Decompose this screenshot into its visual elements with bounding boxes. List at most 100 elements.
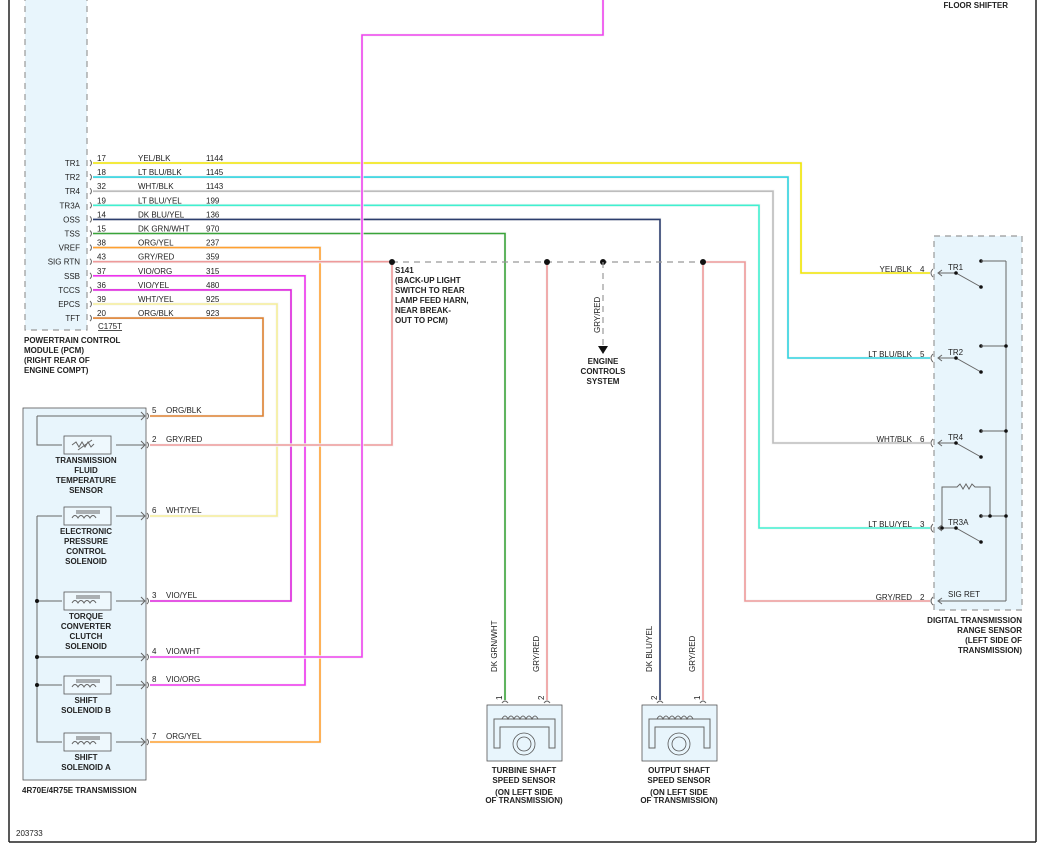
dtr-name: RANGE SENSOR (957, 626, 1022, 635)
connector-icon (146, 738, 149, 746)
dtr-pin-number: 5 (920, 350, 925, 359)
component-name: ELECTRONIC (60, 527, 112, 536)
wire-tr2 (93, 176, 930, 359)
dtr-name: TRANSMISSION) (958, 646, 1022, 655)
trans-wire-color: VIO/WHT (166, 647, 200, 656)
component-name: SHIFT (74, 696, 97, 705)
dtr-switch-label: TR2 (948, 348, 964, 357)
pcm-pin-label-tr2: TR2 (65, 173, 81, 182)
wire-color-label: ORG/BLK (138, 309, 174, 318)
splice-description: SWITCH TO REAR (395, 286, 465, 295)
branch-wire-color: GRY/RED (593, 296, 602, 333)
trans-wire-color: WHT/YEL (166, 506, 202, 515)
connector-icon (89, 173, 92, 181)
connector-icon (543, 700, 551, 704)
connector-icon (89, 201, 92, 209)
pcm-name: ENGINE COMPT) (24, 366, 89, 375)
pcm-pin-number: 15 (97, 225, 106, 234)
wire-tr3a (93, 204, 930, 529)
dtr-switch-label: SIG RET (948, 590, 980, 599)
dtr-wire-color: GRY/RED (876, 593, 913, 602)
trans-wire-color: GRY/RED (166, 435, 203, 444)
thermistor-icon (63, 435, 112, 455)
sensor-name: OUTPUT SHAFT (648, 766, 710, 775)
sensor-pin-number: 1 (693, 695, 702, 700)
pcm-name: (RIGHT REAR OF (24, 356, 90, 365)
component-name: CLUTCH (70, 632, 103, 641)
pcm-name: POWERTRAIN CONTROL (24, 336, 121, 345)
wire-splice-trans (150, 262, 393, 446)
pcm-pin-number: 20 (97, 309, 106, 318)
dtr-pin-number: 3 (920, 520, 925, 529)
splice-description: (BACK-UP LIGHT (395, 276, 461, 285)
trans-wire-color: VIO/ORG (166, 675, 200, 684)
sensor-wire-color: GRY/RED (532, 635, 541, 672)
connector-icon (930, 353, 934, 363)
pcm-pin-label-epcs: EPCS (58, 300, 80, 309)
sensor-name: TURBINE SHAFT (492, 766, 557, 775)
pcm-pin-number: 32 (97, 182, 106, 191)
connector-icon (89, 187, 92, 195)
component-name: TEMPERATURE (56, 476, 117, 485)
pcm-pin-label-tft: TFT (65, 314, 80, 323)
connector-icon (89, 286, 92, 294)
wire-color-label: WHT/BLK (138, 182, 174, 191)
component-name: TRANSMISSION (55, 456, 117, 465)
splice-description: NEAR BREAK- (395, 306, 451, 315)
component-name: CONVERTER (61, 622, 111, 631)
pcm-pin-number: 39 (97, 295, 106, 304)
connector-icon (146, 597, 149, 605)
connector-icon (89, 300, 92, 308)
sensor-location: OF TRANSMISSION) (640, 796, 718, 805)
wire-oss (93, 218, 661, 700)
connector-icon (699, 700, 707, 704)
figure-id: 203733 (16, 829, 43, 838)
pcm-pin-number: 19 (97, 196, 106, 205)
dtr-pin-number: 6 (920, 435, 925, 444)
connector-icon (89, 230, 92, 237)
splice-dot (389, 259, 395, 265)
sensor-wire-color: DK GRN/WHT (490, 620, 499, 672)
connector-icon (930, 523, 934, 533)
trans-wire-color: ORG/BLK (166, 406, 202, 415)
junction-dot (35, 599, 39, 603)
tft-circuit (36, 415, 145, 446)
engine-controls-label: SYSTEM (587, 377, 620, 386)
connector-icon (501, 700, 509, 704)
circuit-number: 970 (206, 225, 220, 234)
connector-icon (89, 314, 92, 322)
coil-icon (656, 715, 694, 721)
wire-color-label: DK GRN/WHT (138, 225, 190, 234)
splice-id: S141 (395, 266, 414, 275)
circuit-number: 237 (206, 239, 220, 248)
component-name: SENSOR (69, 486, 103, 495)
wire-tss (93, 232, 506, 700)
reluctor-wheel-icon (667, 732, 691, 756)
pcm-connector-id: C175T (98, 322, 122, 331)
pcm-pin-number: 36 (97, 281, 106, 290)
wire-color-label: LT BLU/BLK (138, 168, 182, 177)
sensor-pin-number: 2 (650, 695, 659, 700)
pcm-pin-label-vref: VREF (59, 244, 80, 253)
arrow-down-icon (598, 346, 608, 354)
wire-color-label: YEL/BLK (138, 154, 171, 163)
wire-splice-dtr-halo (703, 260, 930, 603)
trans-pin-number: 3 (152, 591, 157, 600)
wire-tr1 (93, 162, 930, 274)
wire-ssb (93, 275, 306, 686)
trans-pin-number: 5 (152, 406, 157, 415)
wire-epcs (93, 303, 278, 517)
circuit-number: 925 (206, 295, 220, 304)
sensor-pin-number: 2 (537, 695, 546, 700)
dtr-pin-number: 4 (920, 265, 925, 274)
pcm-pin-label-tccs: TCCS (58, 286, 80, 295)
pcm-pin-number: 37 (97, 267, 106, 276)
component-name: PRESSURE (64, 537, 109, 546)
coil-icon (501, 715, 539, 721)
dtr-wire-color: LT BLU/BLK (868, 350, 912, 359)
sensor-name: SPEED SENSOR (647, 776, 710, 785)
connector-icon (146, 653, 149, 661)
dtr-switch-label: TR3A (948, 518, 969, 527)
